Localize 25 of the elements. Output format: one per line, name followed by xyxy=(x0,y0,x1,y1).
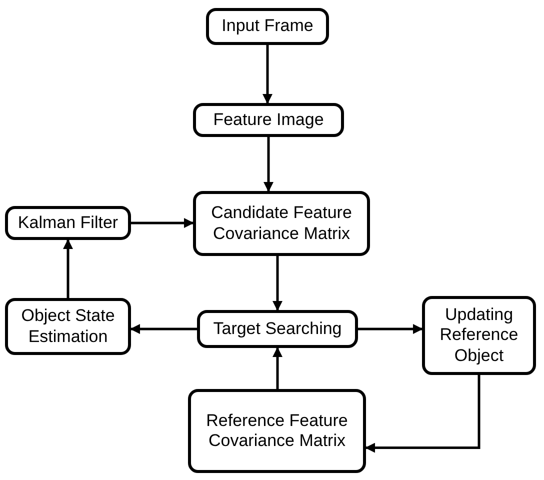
process-box xyxy=(206,8,329,45)
process-box xyxy=(193,103,344,137)
process-box xyxy=(188,389,366,473)
arrow xyxy=(130,324,197,334)
box-label: Object State Estimation xyxy=(20,306,116,347)
arrow xyxy=(262,45,272,104)
arrow xyxy=(365,375,480,453)
box-label: Feature Image xyxy=(213,110,324,130)
arrow xyxy=(272,347,282,389)
arrow xyxy=(63,239,73,298)
box-label: Reference Feature Covariance Matrix xyxy=(205,410,349,452)
arrow xyxy=(272,256,282,311)
box-label: Target Searching xyxy=(213,318,342,340)
arrow xyxy=(358,324,423,334)
arrow xyxy=(264,137,274,192)
box-label: Input Frame xyxy=(222,16,314,37)
process-box xyxy=(197,310,358,348)
box-label: Kalman Filter xyxy=(18,212,118,234)
process-box xyxy=(193,191,370,256)
box-label: Candidate Feature Covariance Matrix xyxy=(210,203,353,244)
box-label: Updating Reference Object xyxy=(438,304,520,366)
process-box xyxy=(5,206,131,240)
process-box xyxy=(5,298,131,355)
arrow xyxy=(131,218,194,228)
process-box xyxy=(422,296,536,375)
